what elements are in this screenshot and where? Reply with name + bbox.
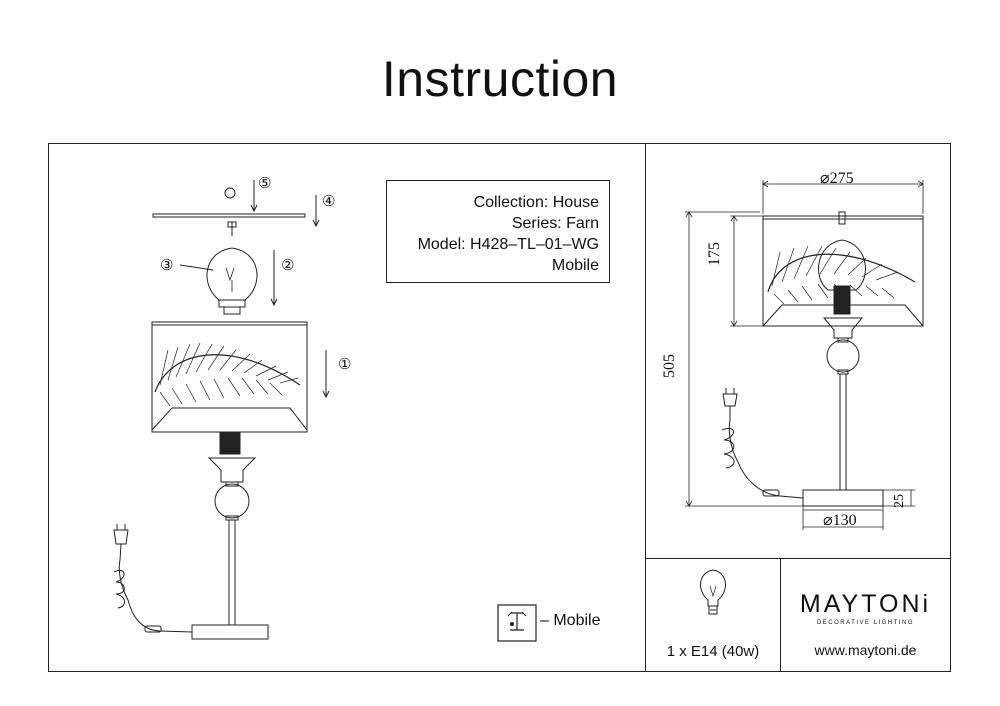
- socket: [219, 431, 241, 455]
- lamp-base-left: [191, 624, 269, 640]
- dim-base-diameter: ⌀130: [823, 512, 857, 529]
- frame-divider-vertical: [645, 143, 646, 672]
- plug-left: [113, 529, 129, 545]
- footer-divider: [780, 558, 781, 672]
- dim-shade-height: 175: [706, 242, 723, 266]
- step-1-label: ①: [338, 357, 352, 373]
- frame-divider-horizontal: [645, 558, 951, 559]
- dim-total-height: 505: [661, 354, 678, 378]
- brand-tagline: DECORATIVE LIGHTING: [816, 620, 915, 626]
- shade-dimensioned: [762, 215, 924, 327]
- step-2-label: ②: [281, 258, 295, 274]
- dim-shade-diameter: ⌀275: [820, 170, 854, 187]
- top-disc: [152, 213, 306, 218]
- bulb-drawing: [206, 247, 258, 308]
- lamp-base-right: [802, 489, 884, 507]
- glass-sphere: [214, 483, 250, 519]
- mobile-legend-box: [497, 604, 537, 642]
- page-title: Instruction: [381, 51, 619, 107]
- series-text: Series: Farn: [511, 215, 599, 232]
- model-text: Model: H428–TL–01–WG: [417, 236, 599, 253]
- shade-exploded: [151, 321, 308, 433]
- step-5-label: ⑤: [258, 176, 272, 192]
- product-info-box: Collection: House Series: Farn Model: H4…: [386, 180, 610, 283]
- mobile-text: Mobile: [551, 257, 599, 274]
- brand-website: www.maytoni.de: [814, 642, 917, 658]
- bulb-icon: [700, 569, 726, 607]
- step-4-label: ④: [322, 194, 336, 210]
- plug-right: [722, 393, 738, 407]
- collection-text: Collection: House: [473, 194, 599, 211]
- mobile-legend-label: – Mobile: [540, 612, 601, 629]
- finial-ring: [224, 187, 236, 199]
- fern-leaf: [154, 354, 301, 393]
- drawing-frame: [48, 143, 951, 672]
- step-3-label: ③: [160, 258, 174, 274]
- bulb-spec: 1 x E14 (40w): [666, 643, 760, 660]
- brand-logo: MAYTONi: [799, 590, 932, 618]
- dim-base-height: 25: [892, 494, 907, 508]
